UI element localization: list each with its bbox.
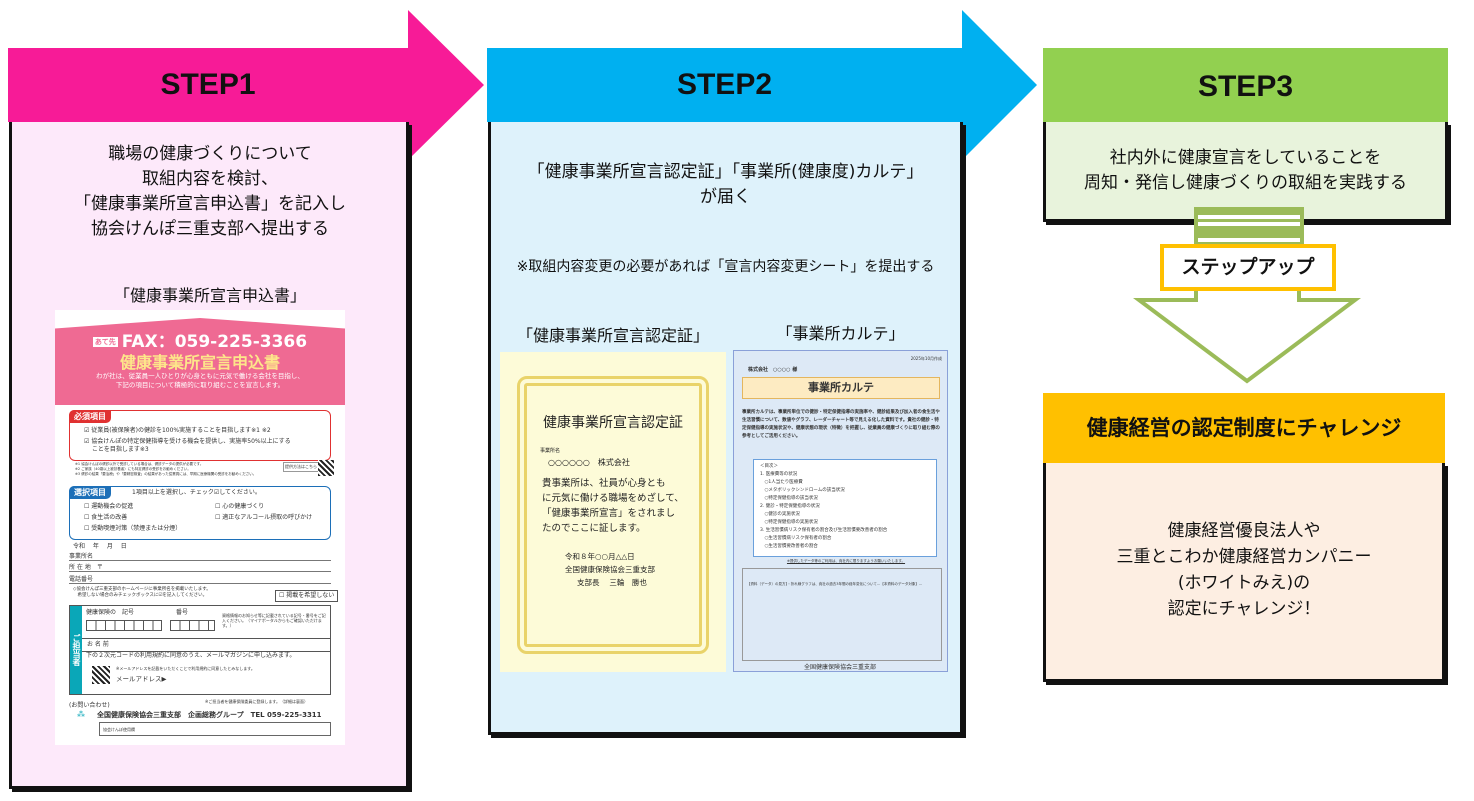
form-address-field: 所 在 地 〒 (69, 562, 331, 572)
karte-intro: 事業所カルテは、事業所単位での健診・特定保健指導の実施率や、健診結果及び加入者の… (742, 410, 940, 439)
karte-caption: 「事業所カルテ」 (776, 324, 905, 343)
cert-office: ○○○○○○ 株式会社 (548, 458, 630, 467)
karte-toc: ＜目次＞ 1. 医療費等の状況 ○1人当たり医療費 ○メタボリックシンドロームの… (753, 459, 937, 557)
form-register-note: ※ご担当者を健康保険委員に登録します。（詳細は裏面） (205, 699, 308, 704)
step3-panel (1043, 122, 1448, 222)
step3-title: STEP3 (1197, 70, 1294, 103)
cert-title: 健康事業所宣言認定証 (543, 415, 683, 431)
form-contact-section: ご担当者 健康保険の 記号 番号 資格情報のお知らせ等に記載されている記号・番号… (69, 605, 331, 695)
karte-addressee: 株式会社 ○○○○ 様 (748, 367, 798, 373)
step2-title: STEP2 (676, 68, 773, 101)
form-intro: わが社は、従業員一人ひとりが心身ともに元気で働ける会社を目指し、 下記の項目につ… (96, 372, 304, 389)
certificate-image: 健康事業所宣言認定証 事業所名 ○○○○○○ 株式会社 貴事業所は、社員が心身と… (500, 352, 726, 672)
form-select-item: ☐ 受動喫煙対策（禁煙または分煙） (84, 525, 182, 532)
form-insurance-note: 資格情報のお知らせ等に記載されている記号・番号をご記入ください。（マイナポータル… (222, 613, 326, 628)
form-office-use: 協会けんぽ使用欄 (99, 722, 331, 736)
form-select-hint: 1項目以上を選択し、チェック☑してください。 (132, 489, 261, 496)
karte-notes: 【資料（データ）の見方】・折れ線グラフは、貴社の過去3年間の経年変化について…【… (747, 582, 923, 586)
cert-signer: 支部長 三輪 勝也 (577, 578, 647, 587)
form-phone-field: 電話番号 (69, 574, 331, 584)
form-org: 全国健康保険協会三重支部 企画総務グループ TEL 059-225-3311 (97, 711, 322, 719)
step3-header (1043, 48, 1448, 122)
mail-qr-code-icon (92, 666, 110, 684)
karte-footer: 全国健康保険協会三重支部 (803, 664, 876, 671)
form-select-item: ☐ 心の健康づくり (215, 503, 265, 510)
form-select-item: ☐ 食生活の改善 (84, 514, 128, 521)
qr-code-icon (318, 460, 334, 476)
step2-note: ※取組内容変更の必要があれば「宣言内容変更シート」を提出する (516, 259, 935, 275)
challenge-panel (1043, 463, 1445, 682)
form-required-label: 必須項目 (69, 410, 111, 423)
form-required-item: ☑ 協会けんぽの特定保健指導を受ける機会を提供し、実施率50%以上にする ことを… (84, 438, 291, 453)
form-name-field: お 名 前 (82, 638, 330, 652)
form-select-label: 選択項目 (69, 486, 111, 499)
form-publish-checkbox: ☐ 掲載を希望しない (275, 590, 339, 602)
certificate-frame (517, 376, 709, 654)
karte-title: 事業所カルテ (742, 377, 940, 399)
cert-body: 貴事業所は、社員が心身とも に元気に働ける職場をめざして、 「健康事業所宣言」を… (542, 478, 684, 534)
karte-notes-box: 【資料（データ）の見方】・折れ線グラフは、貴社の過去3年間の経年変化について…【… (742, 568, 942, 661)
challenge-description: 健康経営優良法人や 三重とこわか健康経営カンパニー (ホワイトみえ)の 認定にチ… (1116, 521, 1372, 619)
step1-header-arrow (8, 10, 484, 160)
form-office-field: 事業所名 (69, 551, 331, 561)
step1-title: STEP1 (160, 68, 256, 101)
form-select-item: ☐ 適正なアルコール摂取の呼びかけ (215, 514, 313, 521)
step2-header-arrow (487, 10, 1037, 160)
step1-description: 職場の健康づくりについて 取組内容を検討、 「健康事業所宣言申込書」を記入し 協… (74, 144, 346, 239)
form-title: 健康事業所宣言申込書 (119, 353, 280, 372)
form-fax-number: FAX：059-225-3366 (121, 332, 308, 352)
form-required-section: 必須項目 ☑ 従業員(被保険者)の健診を100%実施することを目指します※1 ※… (69, 410, 331, 461)
cert-caption: 「健康事業所宣言認定証」 (516, 326, 709, 345)
form-number-boxes (170, 620, 215, 631)
karte-date: 2025年10月作成 (910, 356, 942, 361)
step2-description: 「健康事業所宣言認定証」「事業所(健康度)カルテ」 が届く (527, 162, 924, 207)
form-publish-note: ◇協会けんぽ三重支部のホームページに事業所名を掲載いたします。 希望しない場合の… (73, 587, 211, 598)
cert-date: 令和８年○○月△△日 (565, 552, 635, 561)
form-select-item: ☐ 運動機会の促進 (84, 503, 134, 510)
form-caption: 「健康事業所宣言申込書」 (113, 286, 306, 305)
form-insurance: 健康保険の 記号 番号 (86, 609, 189, 616)
form-mail-note: ※メールアドレスを記載をいただくことで利用規約に同意したとみなします。 (116, 666, 255, 671)
form-date: 令和 年 月 日 (73, 543, 127, 550)
form-inquiry: (お問い合わせ) (69, 702, 110, 709)
form-required-item: ☑ 従業員(被保険者)の健診を100%実施することを目指します※1 ※2 (84, 427, 271, 434)
karte-image: 2025年10月作成 株式会社 ○○○○ 様 事業所カルテ 事業所カルテは、事業… (733, 350, 948, 672)
cert-office-label: 事業所名 (540, 448, 561, 454)
step-up-label: ステップアップ (1160, 244, 1336, 291)
challenge-header: 健康経営の認定制度にチャレンジ (1043, 393, 1445, 463)
form-insurance-boxes (86, 620, 162, 631)
form-mail-consent: 下の２次元コードの利用規約に同意のうえ、メールマガジンに申し込みます。 (86, 652, 296, 659)
form-dest-tag: あて先 (92, 337, 118, 347)
form-contact-side: ご担当者 (70, 606, 82, 694)
karte-data-note: ※提供したデータ等のご利用は、貴社内に限りますようお願いいたします。 (786, 559, 906, 563)
step3-description: 社内外に健康宣言をしていることを 周知・発信し健康づくりの取組を実践する (1084, 148, 1407, 193)
form-select-section: 選択項目 1項目以上を選択し、チェック☑してください。 ☐ 運動機会の促進 ☐ … (69, 486, 331, 540)
kyokai-kenpo-logo-icon: ⁂ (77, 710, 85, 719)
form-notes: ※1 協会けんぽの健診以外で受診している場合は、健診データの提供が必要です。 ※… (75, 462, 257, 476)
cert-org: 全国健康保険協会三重支部 (565, 565, 655, 574)
form-header (55, 318, 345, 405)
form-mail-field: メールアドレス▶ (116, 675, 167, 683)
